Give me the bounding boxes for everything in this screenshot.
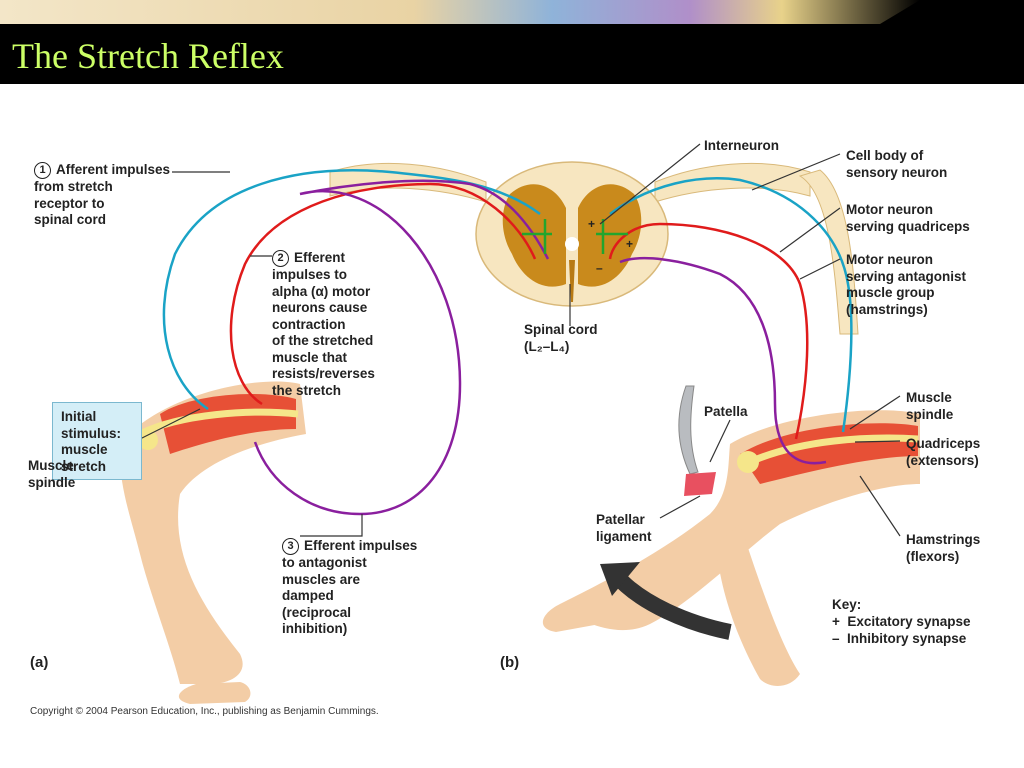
slide-title: The Stretch Reflex: [12, 36, 284, 76]
initial-stimulus-text: Initial stimulus: muscle stretch: [61, 409, 122, 474]
title-bar: The Stretch Reflex: [0, 0, 1024, 84]
step1-number: 1: [34, 162, 51, 179]
key-item-inhibitory: – Inhibitory synapse: [832, 630, 970, 647]
reflex-diagram: [89, 143, 920, 704]
efferent-path-a: [229, 182, 537, 406]
excitatory-sign: +: [588, 217, 596, 231]
motor-quadriceps-label: Motor neuron serving quadriceps: [846, 202, 970, 234]
interneuron-b: [596, 219, 628, 254]
interneuron-label: Interneuron: [704, 138, 780, 153]
afferent-path-b: [609, 177, 853, 433]
legend-key: Key: + Excitatory synapse – Inhibitory s…: [832, 596, 970, 647]
leg-b: [542, 410, 920, 686]
excitatory-sign-2: +: [626, 237, 634, 251]
cell-body-label: Cell body of sensory neuron: [846, 148, 948, 180]
spinal-cord-section: [329, 161, 859, 335]
step3-text: Efferent impulses to antagonist muscles …: [282, 538, 418, 636]
copyright-notice: Copyright © 2004 Pearson Education, Inc.…: [30, 706, 379, 717]
motor-antagonist-label: Motor neuron serving antagonist muscle g…: [846, 252, 967, 317]
kick-arrow: [608, 568, 732, 640]
quadriceps-label: Quadriceps (extensors): [906, 436, 981, 468]
muscle-spindle-label-a: Muscle spindle: [28, 458, 76, 490]
interneuron-a: [522, 219, 552, 254]
patella-label: Patella: [704, 404, 748, 419]
decorative-banner: [0, 0, 920, 24]
efferent-path-b: [608, 222, 809, 440]
key-symbol-minus: –: [832, 631, 840, 646]
hamstrings-label: Hamstrings (flexors): [906, 532, 981, 564]
kick-arrowhead: [600, 562, 640, 596]
step3-number: 3: [282, 538, 299, 555]
leg-a: [119, 381, 306, 704]
step1-text: Afferent impulses from stretch receptor …: [34, 162, 171, 227]
inhibitory-path-a: [253, 179, 550, 516]
spinal-cord-label: Spinal cord (L₂–L₄): [524, 322, 598, 354]
key-text-excitatory: Excitatory synapse: [847, 614, 971, 629]
panel-a-label: (a): [30, 654, 49, 671]
key-title: Key:: [832, 597, 862, 612]
key-symbol-plus: +: [832, 614, 840, 629]
patellar-ligament-label: Patellar ligament: [596, 512, 652, 544]
initial-stimulus-box: Initial stimulus: muscle stretch: [52, 402, 142, 480]
step2-text: Efferent impulses to alpha (α) motor neu…: [272, 250, 375, 398]
step2-number: 2: [272, 250, 289, 267]
inhibitory-path-b: [619, 257, 827, 465]
key-text-inhibitory: Inhibitory synapse: [847, 631, 967, 646]
inhibitory-sign: –: [596, 261, 603, 275]
panel-b-label: (b): [500, 654, 520, 671]
muscle-spindle-label-b: Muscle spindle: [906, 390, 954, 422]
reflex-hammer: [678, 385, 716, 496]
key-item-excitatory: + Excitatory synapse: [832, 613, 970, 630]
